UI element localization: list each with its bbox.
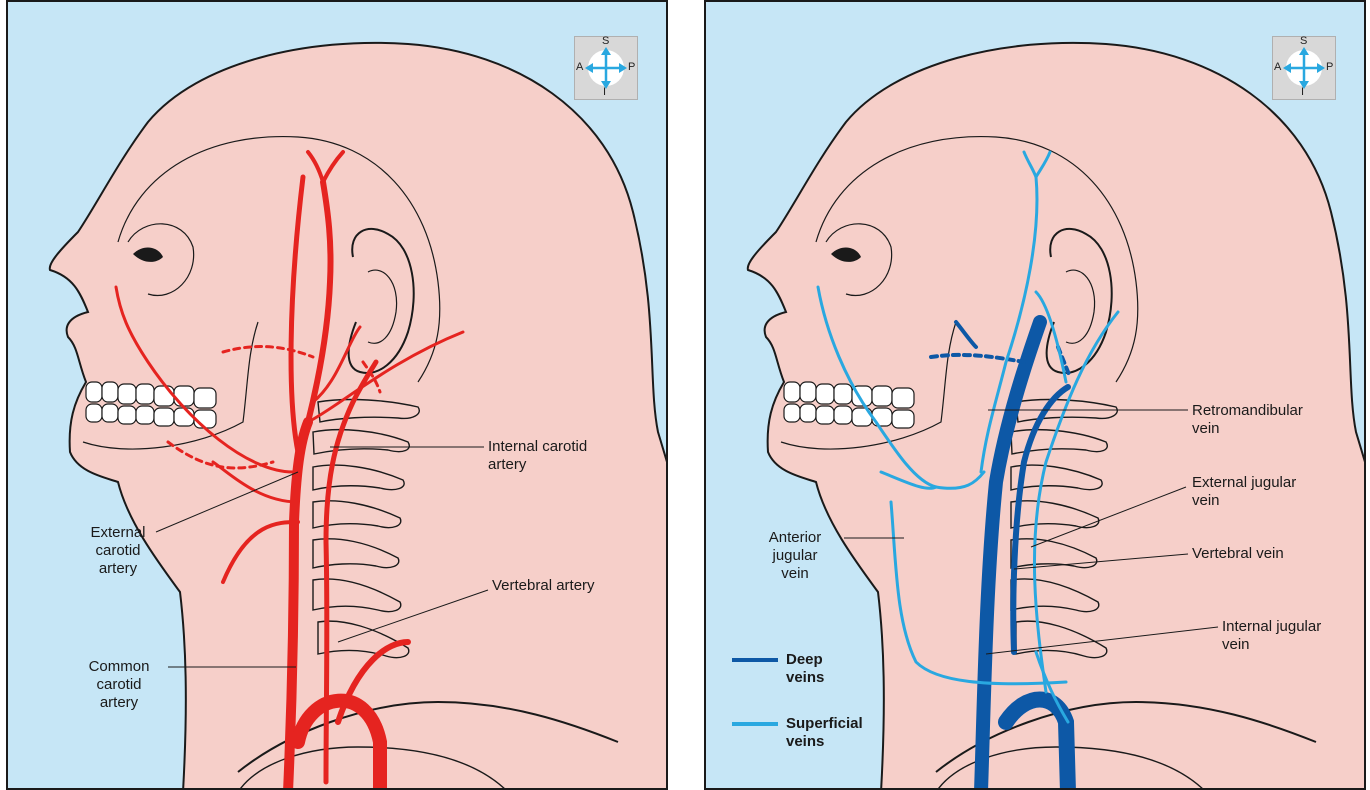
- compass-superior: S: [602, 35, 609, 47]
- label-vertebral-artery: Vertebral artery: [492, 577, 595, 595]
- label-internal-jugular-vein: Internal jugular vein: [1222, 618, 1321, 654]
- label-anterior-jugular-vein: Anterior jugular vein: [750, 529, 840, 583]
- compass-inferior: I: [603, 86, 606, 98]
- compass-anterior: A: [1274, 61, 1281, 73]
- label-retromandibular-vein: Retromandibular vein: [1192, 402, 1303, 438]
- label-external-carotid-artery: External carotid artery: [78, 524, 158, 578]
- legend-deep-veins: Deep veins: [786, 651, 824, 687]
- compass-superior: S: [1300, 35, 1307, 47]
- veins-panel: S I A P Retromandibular vein External ju…: [704, 0, 1366, 790]
- orientation-compass: S I A P: [574, 36, 638, 100]
- label-internal-carotid-artery: Internal carotid artery: [488, 438, 587, 474]
- orientation-compass: S I A P: [1272, 36, 1336, 100]
- arteries-panel: S I A P Internal carotid artery External…: [6, 0, 668, 790]
- label-external-jugular-vein: External jugular vein: [1192, 474, 1296, 510]
- compass-anterior: A: [576, 61, 583, 73]
- compass-inferior: I: [1301, 86, 1304, 98]
- compass-posterior: P: [628, 61, 635, 73]
- compass-posterior: P: [1326, 61, 1333, 73]
- label-vertebral-vein: Vertebral vein: [1192, 545, 1284, 563]
- legend-superficial-veins: Superficial veins: [786, 715, 863, 751]
- label-common-carotid-artery: Common carotid artery: [74, 658, 164, 712]
